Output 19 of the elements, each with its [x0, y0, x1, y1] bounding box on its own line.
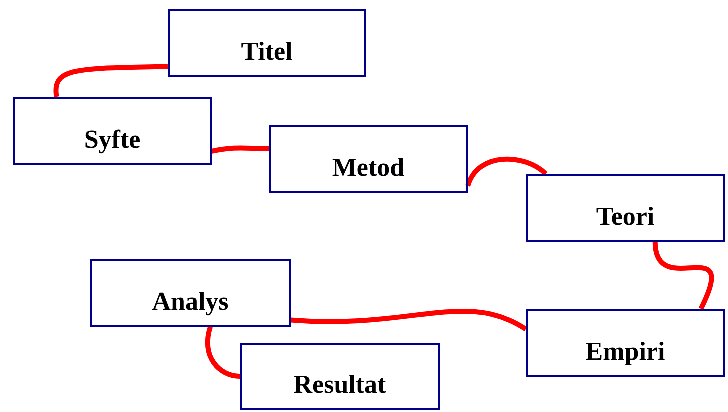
section-title: Titel — [241, 37, 293, 67]
section-box — [269, 125, 468, 193]
section-title: Teori — [596, 202, 655, 232]
section-box — [240, 343, 440, 410]
freehand-line — [205, 326, 240, 379]
section-box — [168, 9, 366, 77]
section-box — [526, 174, 725, 242]
freehand-line — [652, 242, 714, 310]
section-box — [526, 309, 725, 377]
section-title: Metod — [332, 153, 405, 183]
freehand-line — [290, 309, 528, 332]
section-title: Resultat — [294, 370, 386, 400]
section-box — [90, 259, 291, 327]
freehand-line — [212, 146, 270, 154]
section-title: Syfte — [84, 125, 141, 155]
freehand-line — [466, 156, 548, 188]
section-title: Analys — [152, 287, 229, 317]
section-title: Empiri — [586, 337, 666, 367]
section-box — [13, 97, 212, 165]
